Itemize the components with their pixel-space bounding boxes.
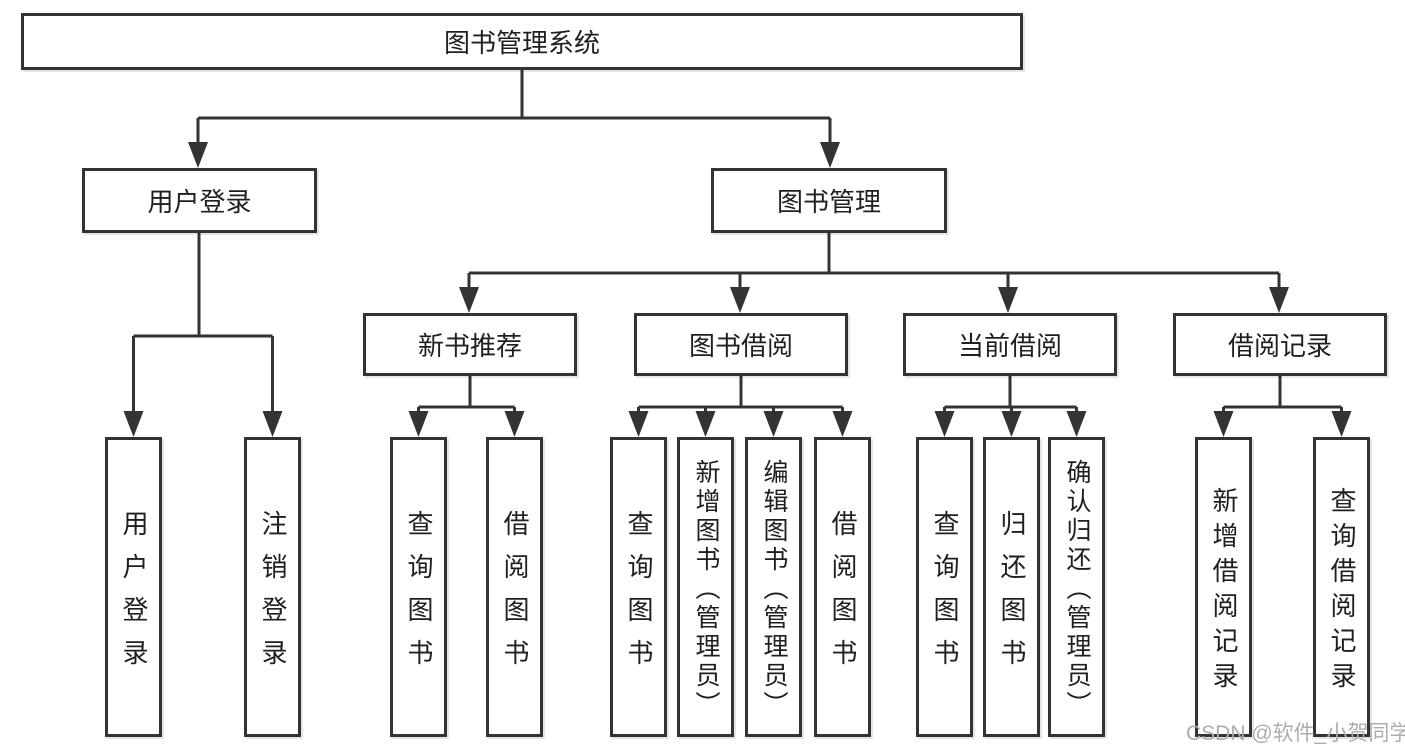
node-current-borrow: 当前借阅 [903, 313, 1117, 376]
leaf-add-borrow-record: 新增借阅记录 [1195, 437, 1252, 737]
node-library-system: 图书管理系统 [21, 13, 1023, 70]
node-borrow-records-label: 借阅记录 [1227, 331, 1332, 361]
node-user-login: 用户登录 [82, 168, 317, 233]
arrowhead-icons [123, 142, 1352, 437]
leaf-add-books-admin-label: 新增图书（管理员） [692, 458, 720, 720]
leaf-confirm-return-admin-label: 确认归还（管理员） [1063, 458, 1091, 720]
leaf-query-borrow-record: 查询借阅记录 [1313, 437, 1370, 737]
leaf-query-books-current: 查询图书 [916, 437, 973, 737]
leaf-add-books-admin: 新增图书（管理员） [677, 437, 734, 737]
node-book-borrow: 图书借阅 [634, 313, 848, 376]
node-new-book-recommend-label: 新书推荐 [417, 331, 522, 361]
leaf-borrow-books-recommend-label: 借阅图书 [500, 509, 530, 682]
leaf-edit-books-admin-label: 编辑图书（管理员） [760, 458, 788, 720]
node-user-login-label: 用户登录 [147, 187, 252, 217]
leaf-query-books-borrow: 查询图书 [610, 437, 667, 737]
leaf-query-books-recommend-label: 查询图书 [404, 509, 434, 682]
leaf-edit-books-admin: 编辑图书（管理员） [745, 437, 802, 737]
leaf-return-books: 归还图书 [983, 437, 1040, 737]
leaf-query-borrow-record-label: 查询借阅记录 [1327, 486, 1357, 697]
leaf-return-books-label: 归还图书 [997, 509, 1027, 682]
leaf-query-books-current-label: 查询图书 [930, 509, 960, 682]
leaf-logout-login-label: 注销登录 [258, 509, 288, 682]
node-book-management: 图书管理 [711, 168, 947, 233]
leaf-borrow-books-label: 借阅图书 [828, 509, 858, 682]
node-library-system-label: 图书管理系统 [443, 28, 600, 58]
leaf-borrow-books: 借阅图书 [814, 437, 871, 737]
connector-paths [132, 70, 1343, 415]
leaf-user-login: 用户登录 [105, 437, 162, 737]
node-borrow-records: 借阅记录 [1173, 313, 1387, 376]
leaf-user-login-label: 用户登录 [119, 509, 149, 682]
node-current-borrow-label: 当前借阅 [957, 331, 1062, 361]
leaf-borrow-books-recommend: 借阅图书 [486, 437, 543, 737]
csdn-watermark: CSDN @软件_小贺同学 [1186, 717, 1405, 747]
leaf-query-books-borrow-label: 查询图书 [624, 509, 654, 682]
csdn-watermark-text: CSDN @软件_小贺同学 [1186, 722, 1405, 745]
leaf-logout-login: 注销登录 [244, 437, 301, 737]
leaf-query-books-recommend: 查询图书 [390, 437, 447, 737]
leaf-add-borrow-record-label: 新增借阅记录 [1209, 486, 1239, 697]
node-book-borrow-label: 图书借阅 [688, 331, 793, 361]
node-book-management-label: 图书管理 [776, 187, 881, 217]
node-new-book-recommend: 新书推荐 [363, 313, 577, 376]
leaf-confirm-return-admin: 确认归还（管理员） [1048, 437, 1105, 737]
